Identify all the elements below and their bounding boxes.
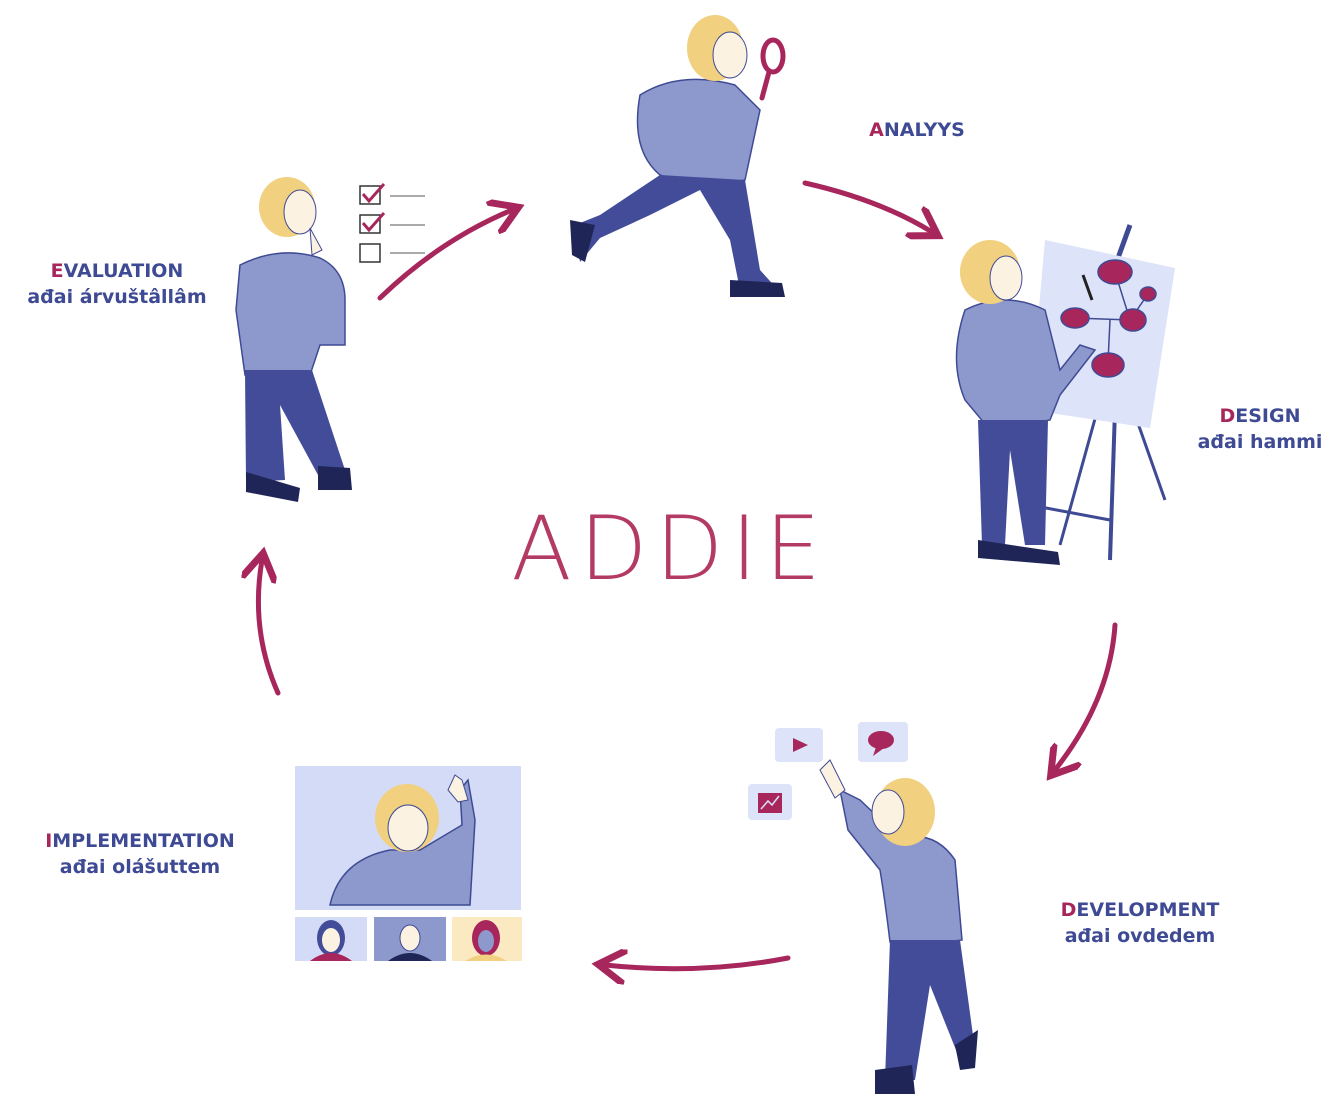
participant-tile-2 — [374, 917, 446, 961]
evaluation-figure — [235, 177, 425, 502]
phase-initial: D — [1060, 899, 1077, 921]
implementation-figure — [295, 766, 522, 961]
phase-name: VALUATION — [63, 260, 184, 282]
phase-initial: I — [45, 830, 53, 852]
checklist-icon — [359, 183, 425, 263]
arrow-analysis-to-design — [802, 180, 932, 232]
flowchart-icon — [1060, 259, 1157, 378]
arrow-implementation-to-evaluation — [258, 560, 281, 696]
arrow-evaluation-to-analysis — [377, 210, 512, 301]
phase-subtitle: ađai hammi — [1197, 431, 1323, 453]
phase-label-design: DESIGN ađai hammi — [1185, 403, 1335, 455]
cycle-arrows — [258, 180, 1118, 969]
play-icon — [775, 728, 823, 762]
phase-initial: A — [869, 119, 884, 141]
chart-icon — [748, 784, 792, 820]
phase-initial: E — [50, 260, 64, 282]
phase-label-evaluation: EVALUATION ađai árvuštâllâm — [12, 258, 222, 310]
phase-label-implementation: IMPLEMENTATION ađai olášuttem — [20, 828, 260, 880]
magnifier-icon — [759, 37, 786, 101]
phase-subtitle: ađai olášuttem — [59, 856, 221, 878]
phase-name: NALYYS — [883, 119, 965, 141]
analysis-figure — [570, 15, 786, 297]
phase-name: ESIGN — [1235, 405, 1301, 427]
phase-subtitle: ađai árvuštâllâm — [27, 286, 207, 308]
design-figure — [955, 224, 1175, 565]
phase-subtitle: ađai ovdedem — [1064, 925, 1216, 947]
phase-label-development: DEVELOPMENT ađai ovdedem — [1025, 897, 1255, 949]
participant-tile-3 — [452, 917, 522, 961]
arrow-design-to-development — [1055, 622, 1118, 770]
phase-label-analysis: ANALYYS — [842, 117, 992, 143]
phase-name: MPLEMENTATION — [52, 830, 235, 852]
participant-tile-1 — [295, 917, 367, 961]
arrow-development-to-implementation — [605, 958, 791, 969]
phase-initial: D — [1219, 405, 1236, 427]
chat-icon — [858, 722, 908, 762]
phase-name: EVELOPMENT — [1076, 899, 1220, 921]
diagram-title: ADDIE — [511, 497, 829, 600]
development-figure — [748, 722, 978, 1094]
